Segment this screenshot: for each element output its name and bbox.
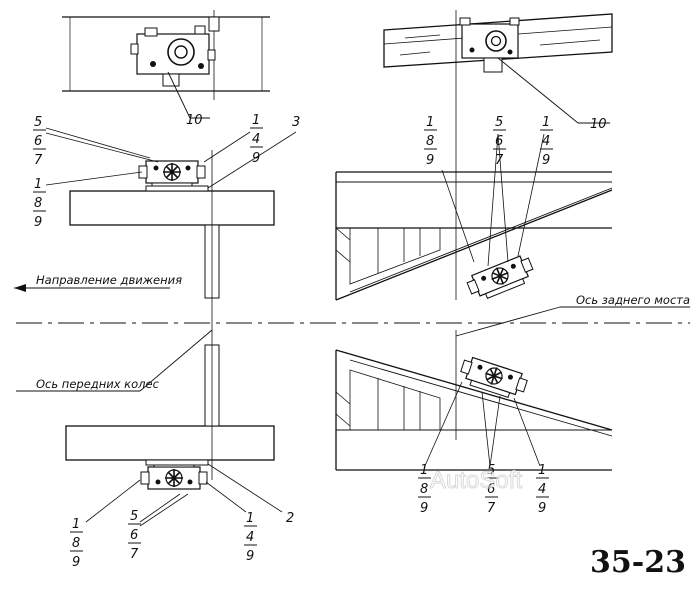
ref-10: 10 — [186, 113, 203, 128]
axis-lines — [14, 284, 690, 392]
ref-1: 1 — [252, 113, 260, 128]
ref-1: 1 — [72, 517, 80, 532]
ref-4: 4 — [246, 530, 254, 545]
callouts-rear-upper: 1 8 9 5 6 7 1 4 9 — [424, 115, 553, 267]
ref-2: 2 — [286, 511, 294, 526]
ref-7: 7 — [487, 501, 496, 516]
front-upper-valve — [138, 160, 206, 189]
ref-1: 1 — [426, 115, 434, 130]
rear-upper-valve — [464, 252, 538, 304]
top-left-valve-assembly — [130, 25, 216, 87]
callouts-rear-lower: 1 8 9 5 6 7 1 4 9 — [418, 381, 549, 516]
ref-5: 5 — [34, 115, 42, 130]
ref-6: 6 — [130, 528, 138, 543]
top-left-view: 10 — [62, 10, 270, 128]
ref-7: 7 — [130, 547, 139, 562]
ref-1: 1 — [420, 463, 428, 478]
ref-1: 1 — [246, 511, 254, 526]
ref-9: 9 — [426, 153, 434, 168]
top-right-valve-assembly — [459, 17, 520, 73]
ref-10: 10 — [590, 117, 607, 132]
direction-arrow-icon — [14, 284, 26, 292]
front-axle-view — [65, 150, 275, 490]
callouts-front-lower: 1 8 9 5 6 7 1 4 9 2 — [70, 463, 294, 570]
front-lower-valve — [140, 461, 208, 490]
ref-8: 8 — [426, 134, 434, 149]
ref-5: 5 — [495, 115, 503, 130]
ref-7: 7 — [34, 153, 43, 168]
ref-1: 1 — [542, 115, 550, 130]
ref-5: 5 — [130, 509, 138, 524]
ref-1: 1 — [538, 463, 546, 478]
ref-6: 6 — [34, 134, 42, 149]
ref-7: 7 — [495, 153, 504, 168]
ref-9: 9 — [420, 501, 428, 516]
figure-number: 35-23 — [590, 545, 686, 580]
direction-label: Направление движения — [36, 273, 182, 287]
ref-1: 1 — [34, 177, 42, 192]
ref-9: 9 — [252, 151, 260, 166]
ref-8: 8 — [34, 196, 42, 211]
ref-4: 4 — [542, 134, 550, 149]
callouts-front-upper: 5 6 7 1 8 9 1 4 9 3 — [33, 113, 300, 230]
ref-8: 8 — [420, 482, 428, 497]
ref-9: 9 — [542, 153, 550, 168]
ref-9: 9 — [34, 215, 42, 230]
ref-3: 3 — [292, 115, 300, 130]
ref-8: 8 — [72, 536, 80, 551]
rear-axle-view — [335, 171, 613, 471]
ref-9: 9 — [538, 501, 546, 516]
rear-axis-label: Ось заднего моста — [576, 293, 690, 307]
ref-6: 6 — [487, 482, 495, 497]
front-axis-label: Ось передних колес — [36, 377, 160, 391]
watermark: AutoSoft — [430, 467, 522, 494]
ref-4: 4 — [538, 482, 546, 497]
ref-4: 4 — [252, 132, 260, 147]
ref-5: 5 — [487, 463, 495, 478]
ref-9: 9 — [72, 555, 80, 570]
ref-6: 6 — [495, 134, 503, 149]
ref-9: 9 — [246, 549, 254, 564]
